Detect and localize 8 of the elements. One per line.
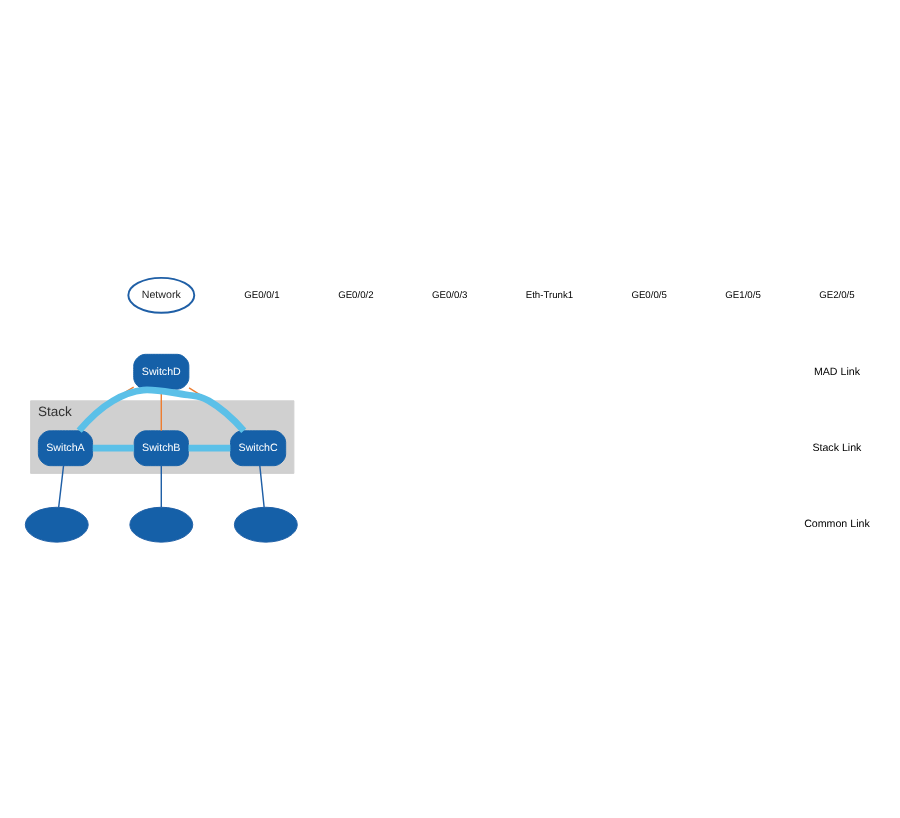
connector bbox=[92, 443, 134, 451]
connector bbox=[160, 464, 163, 507]
connector bbox=[188, 443, 231, 451]
node-cloud bbox=[129, 505, 194, 542]
connector bbox=[259, 464, 265, 507]
node-cloud bbox=[24, 505, 89, 542]
node-cloud bbox=[233, 505, 298, 542]
connector bbox=[57, 464, 65, 507]
